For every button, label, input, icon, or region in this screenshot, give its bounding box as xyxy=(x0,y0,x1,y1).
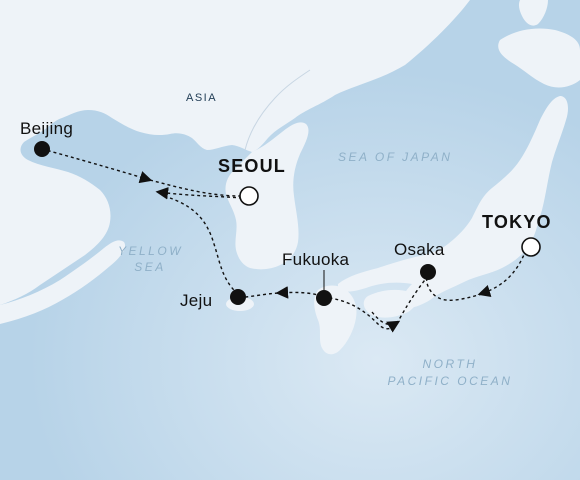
route-jeju-seoul xyxy=(169,197,239,295)
sea-of-japan-label: SEA OF JAPAN xyxy=(338,150,453,164)
border-line xyxy=(244,69,311,151)
hokkaido-island xyxy=(498,28,580,88)
honshu-island xyxy=(338,96,568,308)
pacific-line2: PACIFIC OCEAN xyxy=(387,374,513,388)
fukuoka-marker[interactable] xyxy=(316,290,332,306)
sakhalin-island xyxy=(518,0,548,26)
asia-mainland xyxy=(0,0,470,305)
osaka-label: Osaka xyxy=(394,240,445,259)
tokyo-marker[interactable] xyxy=(521,237,541,257)
seoul-label: SEOUL xyxy=(218,156,287,176)
fukuoka-label: Fukuoka xyxy=(282,250,350,269)
yellow-sea-line1: YELLOW xyxy=(118,244,184,258)
jeju-marker[interactable] xyxy=(230,289,246,305)
beijing-label: Beijing xyxy=(20,119,74,138)
pacific-ocean-label: NORTH PACIFIC OCEAN xyxy=(362,357,538,388)
yellow-sea-label: YELLOW SEA xyxy=(118,244,182,274)
seoul-marker[interactable] xyxy=(239,186,259,206)
shandong-peninsula xyxy=(0,240,126,324)
pacific-line1: NORTH xyxy=(422,357,478,371)
continent-label: ASIA xyxy=(186,92,218,104)
yellow-sea-line2: SEA xyxy=(134,260,166,274)
korean-peninsula xyxy=(225,122,309,270)
route-seoul-beijing xyxy=(155,186,243,200)
jeju-label: Jeju xyxy=(180,291,213,310)
osaka-marker[interactable] xyxy=(420,264,436,280)
route-osaka-pacific-arrow xyxy=(371,311,401,333)
route-tokyo-osaka xyxy=(477,249,527,298)
tokyo-label: TOKYO xyxy=(482,212,552,232)
beijing-marker[interactable] xyxy=(34,141,50,157)
route-osaka-fukuoka xyxy=(329,275,429,330)
